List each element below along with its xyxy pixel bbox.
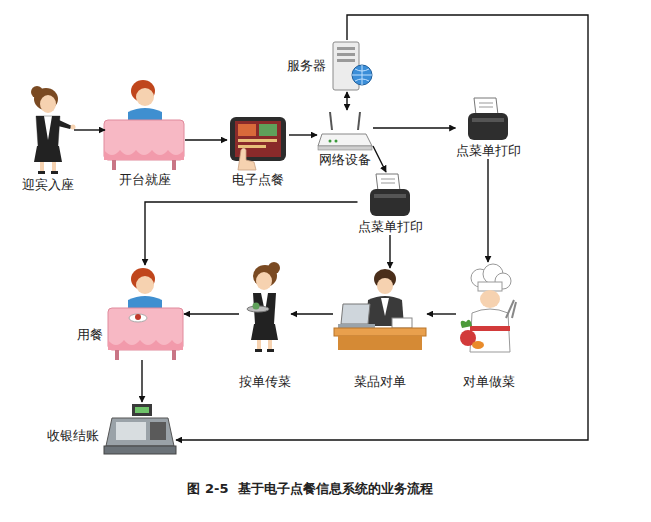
server-figure: [333, 42, 372, 90]
flow-arrow: [176, 15, 588, 440]
station-node: 按单传菜: [239, 262, 291, 390]
figure-caption: 图 2-5 基于电子点餐信息系统的业务流程: [60, 480, 560, 498]
station-label: 点菜单打印: [358, 219, 423, 235]
station-node: 菜品对单: [333, 268, 427, 390]
station-label: 服务器: [287, 58, 326, 74]
printer-figure: [370, 174, 410, 216]
cash-register-figure: [104, 404, 176, 454]
flow-arrow: [145, 202, 358, 265]
chef-figure: [460, 264, 516, 352]
flow-arrow: [427, 313, 456, 314]
station-node: 网络设备: [317, 110, 373, 168]
station-node: 用餐: [77, 265, 184, 360]
station-node: 电子点餐: [227, 115, 289, 188]
clerk-at-desk: [334, 269, 426, 350]
flow-arrow: [389, 235, 390, 268]
station-node: 迎宾入座: [22, 85, 74, 193]
station-label: 电子点餐: [232, 172, 284, 188]
station-node: 点菜单打印: [456, 96, 521, 159]
station-node: 收银结账: [47, 402, 176, 454]
diner-at-table: [108, 268, 183, 360]
station-node: 服务器: [287, 40, 373, 92]
flow-arrow: [291, 313, 333, 314]
flow-arrow: [346, 92, 347, 110]
station-label: 开台就座: [119, 172, 171, 188]
station-label: 用餐: [77, 327, 103, 343]
station-node: 对单做菜: [456, 262, 522, 390]
flow-arrow: [74, 129, 105, 130]
station-node: 点菜单打印: [358, 172, 423, 235]
flow-arrow: [373, 127, 456, 128]
station-label: 对单做菜: [463, 374, 515, 390]
station-label: 按单传菜: [239, 374, 291, 390]
flow-arrow: [373, 146, 386, 172]
flow-arrow: [487, 159, 488, 262]
station-label: 点菜单打印: [456, 143, 521, 159]
router-figure: [318, 112, 372, 150]
station-label: 网络设备: [319, 152, 371, 168]
flow-arrow: [289, 134, 317, 135]
flow-arrow: [184, 313, 239, 314]
station-label: 收银结账: [47, 428, 99, 444]
tablet-figure: [230, 117, 286, 170]
hostess-figure: [31, 86, 76, 174]
flow-arrow: [141, 360, 142, 402]
station-node: 开台就座: [105, 78, 185, 188]
station-label: 菜品对单: [354, 374, 406, 390]
flow-arrow: [185, 139, 227, 140]
printer-figure: [468, 98, 508, 140]
waitress-figure: [247, 262, 280, 352]
host-at-table: [104, 80, 184, 170]
station-label: 迎宾入座: [22, 177, 74, 193]
